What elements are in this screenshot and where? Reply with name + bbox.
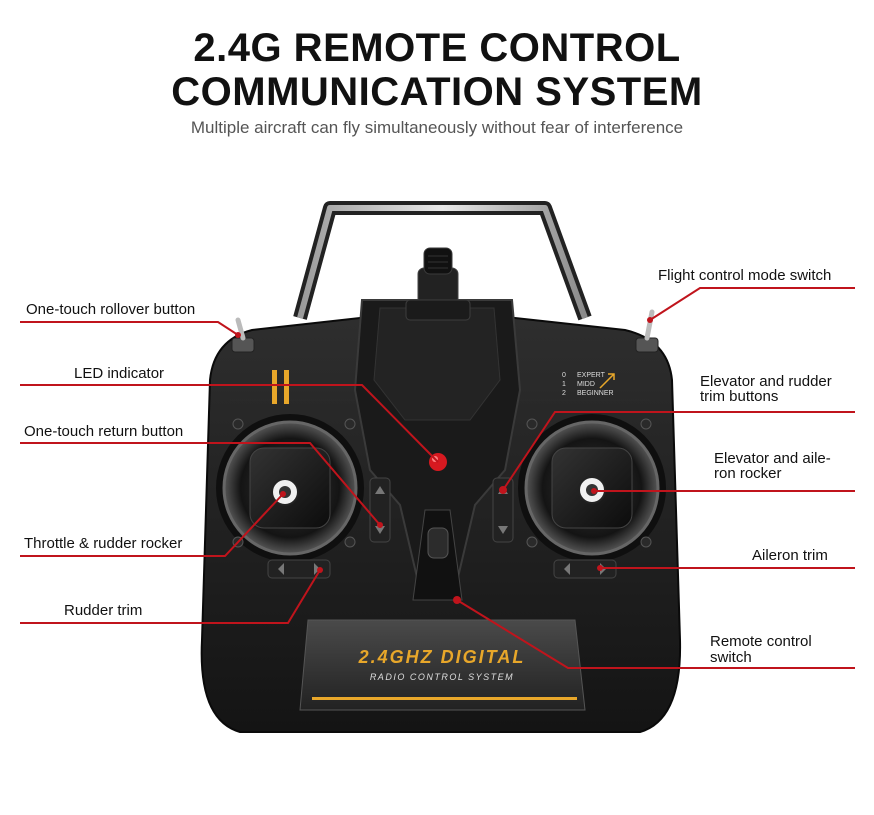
top-knob bbox=[405, 247, 471, 321]
rollover-toggle[interactable] bbox=[231, 317, 255, 353]
callout-throttle bbox=[20, 493, 284, 557]
mode-expert: EXPERT bbox=[577, 372, 606, 379]
label-aileron-trim: Aileron trim bbox=[752, 547, 828, 564]
mode-beginner: BEGINNER bbox=[577, 390, 614, 397]
label-return-button: One-touch return button bbox=[24, 423, 184, 440]
mode-num-midd: 1 bbox=[562, 381, 566, 388]
rudder-trim-button[interactable] bbox=[267, 559, 331, 579]
brand-line-2: RADIO CONTROL SYSTEM bbox=[370, 672, 514, 682]
brand-line-1: 2.4GHZ DIGITAL bbox=[358, 647, 526, 667]
label-led-indicator: LED indicator bbox=[74, 365, 165, 382]
brand-panel: 2.4GHZ DIGITAL RADIO CONTROL SYSTEM bbox=[299, 619, 586, 711]
label-aileron-rocker-line-2: ron rocker bbox=[714, 465, 782, 482]
label-elevator-trim-line-2: trim buttons bbox=[700, 388, 779, 405]
title-line-1: 2.4G REMOTE CONTROL bbox=[193, 26, 681, 70]
callout-lines bbox=[20, 287, 855, 669]
label-rudder-trim: Rudder trim bbox=[64, 602, 143, 619]
mode-legend: 0 EXPERT 1 MIDD 2 BEGINNER bbox=[562, 372, 615, 397]
label-rollover-button: One-touch rollover button bbox=[26, 301, 196, 318]
power-switch[interactable] bbox=[412, 509, 463, 601]
callout-dots bbox=[235, 317, 653, 604]
accent-stripe-right bbox=[284, 370, 289, 404]
carry-handle bbox=[293, 201, 592, 321]
label-mode-switch: Flight control mode switch bbox=[658, 267, 832, 284]
callout-rollover bbox=[20, 321, 239, 336]
mode-arrow-icon bbox=[599, 373, 615, 389]
subtitle: Multiple aircraft can fly simultaneously… bbox=[190, 118, 684, 137]
accent-stripe-left bbox=[272, 370, 277, 404]
callout-return bbox=[20, 442, 381, 526]
left-vertical-trim[interactable] bbox=[369, 477, 391, 543]
callout-mode bbox=[649, 287, 855, 321]
mode-midd: MIDD bbox=[577, 381, 595, 388]
label-throttle-rocker: Throttle & rudder rocker bbox=[24, 535, 183, 552]
mode-num-expert: 0 bbox=[562, 372, 566, 379]
label-aileron-rocker-line-1: Elevator and aile- bbox=[714, 450, 831, 467]
label-power-switch-line-2: switch bbox=[710, 649, 752, 666]
mode-num-beginner: 2 bbox=[562, 390, 566, 397]
callout-led bbox=[20, 384, 439, 463]
callout-power bbox=[456, 599, 855, 669]
label-elevator-trim-line-1: Elevator and rudder bbox=[700, 373, 832, 390]
callout-elevator-trim bbox=[502, 411, 855, 491]
callout-rudder-trim bbox=[20, 569, 321, 624]
mode-toggle[interactable] bbox=[635, 309, 659, 353]
title-line-2: COMMUNICATION SYSTEM bbox=[171, 70, 703, 114]
label-power-switch-line-1: Remote control bbox=[710, 633, 812, 650]
